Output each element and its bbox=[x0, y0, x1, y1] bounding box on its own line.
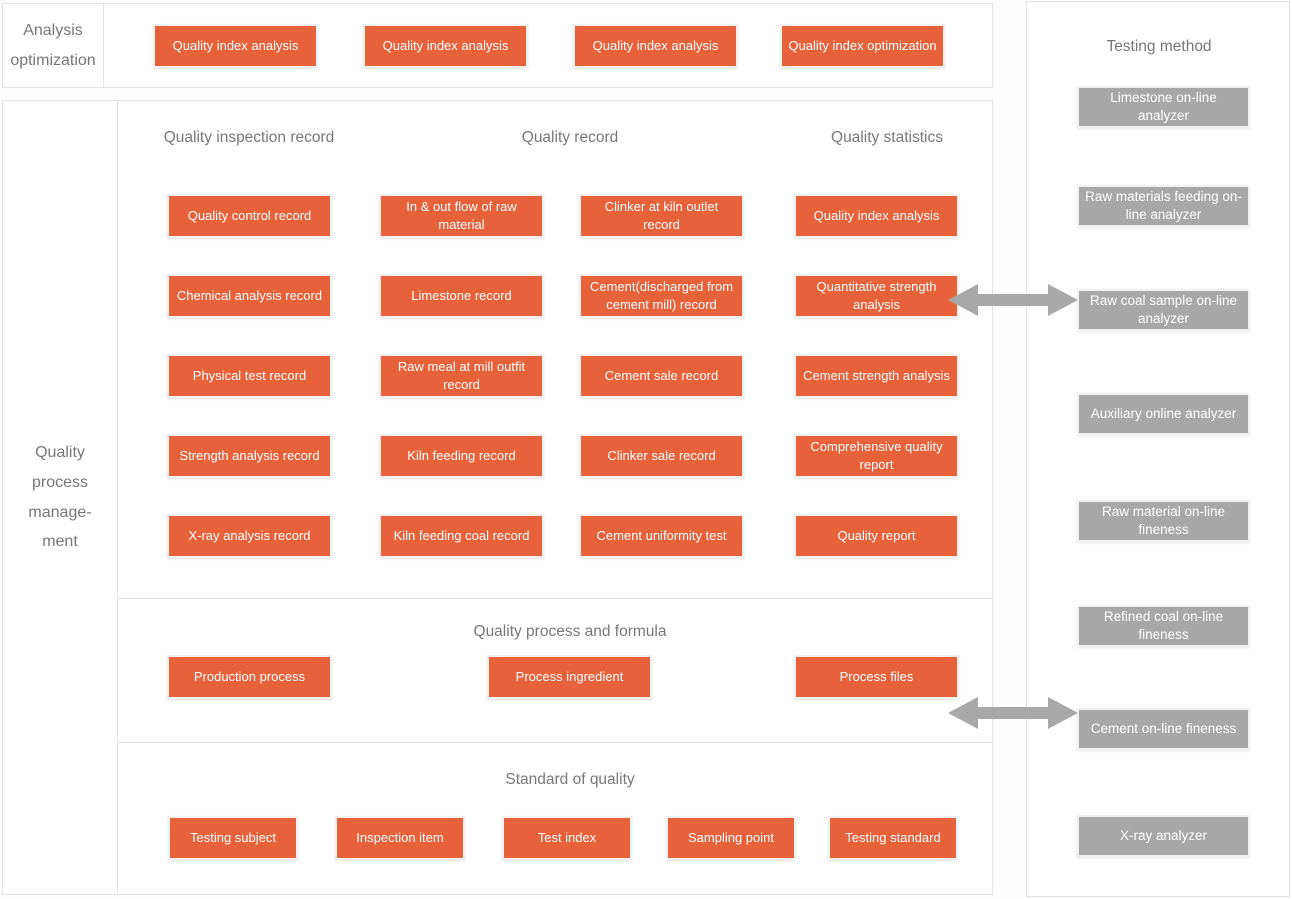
process-files-button[interactable]: Process files bbox=[794, 655, 959, 699]
kiln-feeding-record-button[interactable]: Kiln feeding record bbox=[379, 434, 544, 478]
process-ingredient-button[interactable]: Process ingredient bbox=[487, 655, 652, 699]
quality-record-header: Quality record bbox=[521, 129, 619, 146]
standard-of-quality-section: Standard of quality Testing subject Insp… bbox=[118, 743, 992, 894]
testing-standard-button[interactable]: Testing standard bbox=[828, 816, 958, 860]
cement-sale-record-button[interactable]: Cement sale record bbox=[579, 354, 744, 398]
cement-online-fineness-box[interactable]: Cement on-line fineness bbox=[1077, 708, 1250, 750]
quality-index-analysis-button[interactable]: Quality index analysis bbox=[794, 194, 959, 238]
analysis-optimization-panel: Analysis optimization Quality index anal… bbox=[2, 3, 993, 88]
limestone-online-analyzer-box[interactable]: Limestone on-line analyzer bbox=[1077, 86, 1250, 128]
testing-method-header: Testing method bbox=[1106, 38, 1212, 55]
limestone-record-button[interactable]: Limestone record bbox=[379, 274, 544, 318]
kiln-feeding-coal-record-button[interactable]: Kiln feeding coal record bbox=[379, 514, 544, 558]
strength-analysis-record-button[interactable]: Strength analysis record bbox=[167, 434, 332, 478]
quality-statistics-header: Quality statistics bbox=[831, 129, 943, 146]
comprehensive-quality-report-button[interactable]: Comprehensive quality report bbox=[794, 434, 959, 478]
analysis-optimization-label: Analysis optimization bbox=[3, 4, 104, 87]
refined-coal-online-fineness-box[interactable]: Refined coal on-line fineness bbox=[1077, 605, 1250, 647]
double-arrow-process-files-to-cement-fineness bbox=[948, 697, 1078, 729]
testing-method-panel: Testing method Limestone on-line analyze… bbox=[1026, 1, 1290, 897]
testing-subject-button[interactable]: Testing subject bbox=[168, 816, 298, 860]
clinker-kiln-outlet-record-button[interactable]: Clinker at kiln outlet record bbox=[579, 194, 744, 238]
inspection-item-button[interactable]: Inspection item bbox=[335, 816, 465, 860]
analysis-optimization-buttons: Quality index analysis Quality index ana… bbox=[104, 4, 992, 87]
quality-process-management-panel: Quality process manage- ment Quality ins… bbox=[2, 100, 993, 895]
cement-discharged-record-button[interactable]: Cement(discharged from cement mill) reco… bbox=[579, 274, 744, 318]
in-out-flow-raw-material-button[interactable]: In & out flow of raw material bbox=[379, 194, 544, 238]
quality-index-optimization-button[interactable]: Quality index optimization bbox=[780, 24, 945, 68]
production-process-button[interactable]: Production process bbox=[167, 655, 332, 699]
clinker-sale-record-button[interactable]: Clinker sale record bbox=[579, 434, 744, 478]
records-section: Quality inspection record Quality record… bbox=[118, 101, 992, 599]
quality-index-analysis-button-3[interactable]: Quality index analysis bbox=[573, 24, 738, 68]
quality-process-management-content: Quality inspection record Quality record… bbox=[118, 101, 992, 894]
quality-process-formula-header: Quality process and formula bbox=[473, 623, 667, 640]
raw-coal-sample-online-analyzer-box[interactable]: Raw coal sample on-line analyzer bbox=[1077, 289, 1250, 331]
quality-inspection-record-header: Quality inspection record bbox=[163, 129, 335, 146]
raw-meal-mill-outfit-record-button[interactable]: Raw meal at mill outfit record bbox=[379, 354, 544, 398]
quality-control-record-button[interactable]: Quality control record bbox=[167, 194, 332, 238]
auxiliary-online-analyzer-box[interactable]: Auxiliary online analyzer bbox=[1077, 393, 1250, 435]
double-arrow-quantitative-strength-to-raw-coal bbox=[948, 284, 1078, 316]
raw-materials-feeding-online-analyzer-box[interactable]: Raw materials feeding on-line analyzer bbox=[1077, 185, 1250, 227]
xray-analyzer-box[interactable]: X-ray analyzer bbox=[1077, 815, 1250, 857]
cement-uniformity-test-button[interactable]: Cement uniformity test bbox=[579, 514, 744, 558]
cement-strength-analysis-button[interactable]: Cement strength analysis bbox=[794, 354, 959, 398]
quality-index-analysis-button-1[interactable]: Quality index analysis bbox=[153, 24, 318, 68]
xray-analysis-record-button[interactable]: X-ray analysis record bbox=[167, 514, 332, 558]
quality-index-analysis-button-2[interactable]: Quality index analysis bbox=[363, 24, 528, 68]
sampling-point-button[interactable]: Sampling point bbox=[666, 816, 796, 860]
quantitative-strength-analysis-button[interactable]: Quantitative strength analysis bbox=[794, 274, 959, 318]
process-formula-section: Quality process and formula Production p… bbox=[118, 599, 992, 743]
standard-of-quality-header: Standard of quality bbox=[505, 771, 635, 788]
raw-material-online-fineness-box[interactable]: Raw material on-line fineness bbox=[1077, 500, 1250, 542]
test-index-button[interactable]: Test index bbox=[502, 816, 632, 860]
quality-process-management-label: Quality process manage- ment bbox=[3, 101, 118, 894]
quality-report-button[interactable]: Quality report bbox=[794, 514, 959, 558]
physical-test-record-button[interactable]: Physical test record bbox=[167, 354, 332, 398]
chemical-analysis-record-button[interactable]: Chemical analysis record bbox=[167, 274, 332, 318]
